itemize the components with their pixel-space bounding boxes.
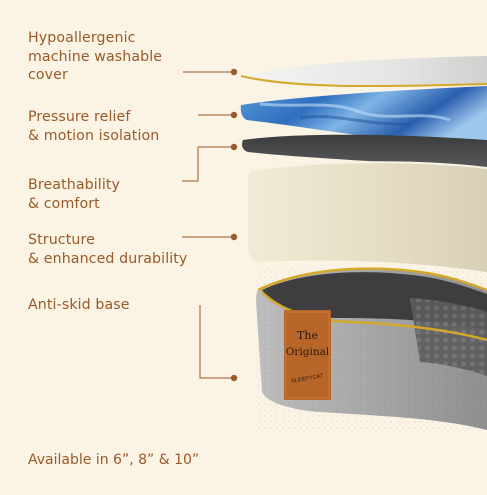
- layer-gel-foam: [240, 86, 487, 150]
- leader-lines: [182, 71, 232, 379]
- feature-label-base: Anti-skid base: [28, 297, 130, 313]
- leader-line-breathability: [182, 146, 232, 182]
- feature-label-cover: Hypoallergenic machine washable cover: [28, 30, 163, 83]
- leader-dot-cover: [230, 68, 238, 76]
- tag-line-1: The: [297, 329, 318, 342]
- leader-line-base: [199, 305, 232, 379]
- tag-brand: SLEEPYCAT: [291, 373, 325, 385]
- brand-tag: The Original SLEEPYCAT: [284, 310, 331, 400]
- feature-label-breathability: Breathability & comfort: [28, 177, 121, 212]
- feature-label-pressure: Pressure relief & motion isolation: [28, 109, 160, 144]
- leader-dot-structure: [230, 233, 238, 241]
- feature-label-structure: Structure & enhanced durability: [28, 232, 188, 267]
- tag-line-2: Original: [286, 346, 330, 358]
- leader-dots: [230, 68, 238, 382]
- layer-cover: [240, 56, 487, 88]
- layer-support-foam: [248, 161, 487, 272]
- leader-dot-base: [230, 374, 238, 382]
- availability-text: Available in 6”, 8” & 10”: [28, 452, 200, 468]
- leader-dot-breathability: [230, 143, 238, 151]
- layer-grey-foam: [242, 134, 487, 170]
- leader-dot-pressure: [230, 111, 238, 119]
